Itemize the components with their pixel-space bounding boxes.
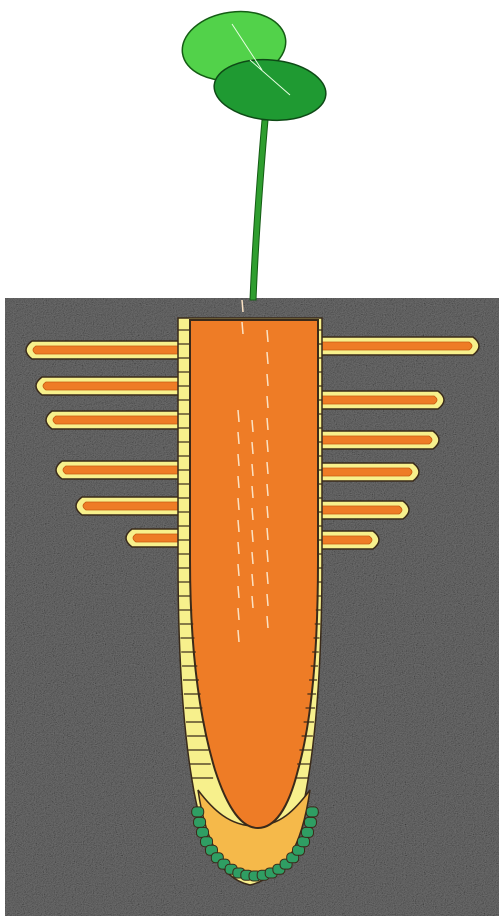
vascular-streak [267,418,268,430]
cap-cell [192,807,204,817]
root-hair-right-6 [318,531,379,549]
vascular-streak [238,476,239,488]
vascular-streak [267,462,268,474]
cap-cell [301,827,313,837]
vascular-streak [252,442,253,454]
vascular-streak [238,454,239,466]
cap-cell [194,817,206,827]
vascular-streak [267,484,268,496]
root-hair-right-2 [318,391,444,409]
vascular-streak [238,630,239,642]
root-hair-right-1 [318,337,479,355]
root-hair-right-3 [318,431,439,449]
vascular-streak [238,586,239,598]
vascular-streak [238,520,239,532]
vascular-streak [238,498,239,510]
vascular-streak [252,530,253,542]
vascular-streak [267,330,268,342]
root-hair-right-5 [318,501,409,519]
vascular-streak [267,440,268,452]
root-hair-left-5 [76,497,182,515]
cap-cell [297,837,309,847]
seedling-stem [250,120,268,300]
vascular-streak [267,616,268,628]
vascular-streak [238,608,239,620]
vascular-streak [252,420,253,432]
vascular-streak [242,322,243,334]
vascular-streak [267,396,268,408]
vascular-streak [252,486,253,498]
vascular-streak [267,550,268,562]
cap-cell [306,807,318,817]
root-core [190,320,318,828]
cap-cell [304,817,316,827]
root-hair-right-4 [318,463,419,481]
vascular-streak [252,552,253,564]
vascular-streak [252,508,253,520]
root-hair-left-1 [26,341,182,359]
vascular-streak [267,594,268,606]
cap-cell [197,827,209,837]
root-hair-left-6 [126,529,182,547]
vascular-streak [267,352,268,364]
vascular-streak [267,506,268,518]
vascular-streak [252,574,253,586]
vascular-streak [238,410,239,422]
root-hair-left-3 [46,411,182,429]
vascular-streak [238,542,239,554]
vascular-streak [267,374,268,386]
root-hair-left-2 [36,377,182,395]
vascular-streak [238,432,239,444]
vascular-streak [267,572,268,584]
vascular-streak [242,300,243,312]
root-hair-left-4 [56,461,182,479]
vascular-streak [267,528,268,540]
vascular-streak [252,596,253,608]
vascular-streak [252,464,253,476]
vascular-streak [238,564,239,576]
